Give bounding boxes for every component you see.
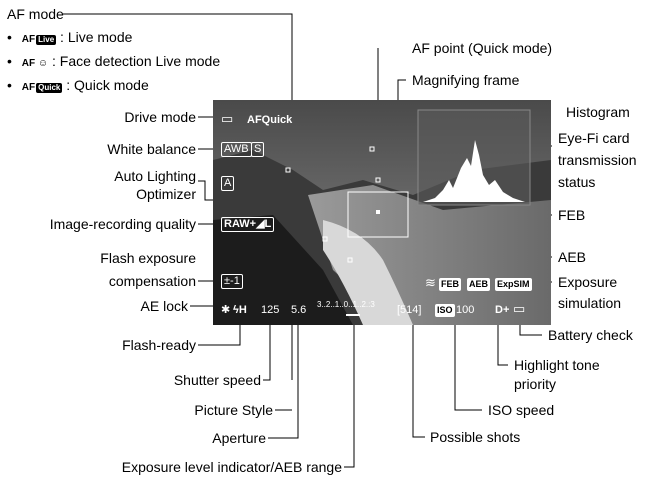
bullet: • [7, 53, 12, 69]
label-eyefi-3: status [558, 174, 596, 190]
bullet: • [7, 77, 12, 93]
label-af-mode: AF mode [7, 6, 64, 22]
af-point-selected [376, 210, 380, 214]
label-ae-lock: AE lock [140, 298, 188, 314]
eyefi-icon: ≋ [425, 275, 436, 290]
ae-lock-icon: ✱ [221, 304, 231, 316]
label-aeb: AEB [558, 249, 587, 265]
label-face-mode: : Face detection Live mode [52, 53, 221, 69]
label-flash-comp-1: Flash exposure [100, 250, 196, 266]
label-picture-style: Picture Style [194, 402, 273, 418]
exposure-scale: 3..2..1..0..1..2.:3 [317, 300, 375, 309]
label-white-balance: White balance [107, 141, 196, 157]
magnifying-frame [347, 191, 409, 238]
iso-label: ISO [435, 304, 455, 317]
shutter-speed-value: 125 [261, 304, 280, 316]
white-balance-indicator: AWB [221, 142, 252, 157]
label-exposure-sim-2: simulation [558, 295, 622, 311]
label-drive-mode: Drive mode [124, 109, 196, 125]
aperture-value: 5.6 [291, 304, 307, 316]
highlight-tone-indicator: D+ [495, 304, 510, 316]
af-point-marker [375, 177, 381, 183]
histogram-graph [423, 140, 525, 202]
label-magnifying-frame: Magnifying frame [412, 72, 520, 88]
af-point-marker [347, 257, 353, 263]
af-face-mode-item: • AF ☺ : Face detection Live mode [7, 53, 220, 72]
aeb-indicator: AEB [467, 278, 491, 291]
label-feb: FEB [558, 207, 586, 223]
picture-style-indicator: S [251, 142, 265, 157]
label-af-point: AF point (Quick mode) [412, 40, 553, 56]
coastal-scene-photo [213, 100, 551, 325]
label-shutter-speed: Shutter speed [173, 372, 261, 388]
flash-ready-icon: ϟH [233, 304, 247, 316]
label-histogram: Histogram [566, 104, 630, 120]
quick-badge: Quick [36, 83, 63, 93]
lcd-screen: ▭ AFQuick AWB S A RAW+◢L ±-1 ✱ ϟH 125 5.… [213, 100, 551, 325]
af-point-marker [369, 146, 375, 152]
af-icon: AF [21, 34, 36, 45]
label-exposure-sim-1: Exposure [558, 274, 618, 290]
label-eyefi-2: transmission [558, 152, 637, 168]
quality-indicator: RAW+◢L [221, 217, 275, 232]
label-live-mode: : Live mode [60, 29, 133, 45]
bullet: • [7, 29, 12, 45]
af-face-icon: AF ☺ [21, 58, 49, 69]
iso-value: 100 [456, 304, 475, 316]
af-point-marker [322, 236, 328, 242]
label-quick-mode: : Quick mode [66, 77, 149, 93]
label-highlight-2: priority [514, 376, 557, 392]
battery-icon: ▭ [513, 301, 526, 316]
label-aperture: Aperture [212, 430, 266, 446]
label-flash-ready: Flash-ready [122, 337, 196, 353]
flash-comp-indicator: ±-1 [221, 274, 243, 289]
exposure-sim-indicator: ExpSIM [495, 278, 532, 291]
label-possible-shots: Possible shots [430, 429, 521, 445]
label-image-quality: Image-recording quality [49, 216, 196, 232]
label-auto-lighting-2: Optimizer [136, 186, 196, 202]
live-badge: Live [36, 35, 57, 45]
label-battery-check: Battery check [548, 327, 633, 343]
af-quick-indicator: AFQuick [247, 114, 293, 126]
label-exposure-level: Exposure level indicator/AEB range [121, 459, 342, 475]
label-auto-lighting-1: Auto Lighting [114, 168, 196, 184]
label-highlight-1: Highlight tone [514, 357, 600, 373]
af-icon: AF [21, 82, 36, 93]
alo-indicator: A [221, 176, 235, 191]
feb-indicator: FEB [439, 278, 461, 291]
label-eyefi-1: Eye-Fi card [558, 130, 630, 146]
label-flash-comp-2: compensation [108, 273, 196, 289]
af-point-marker [285, 167, 291, 173]
possible-shots-value: [514] [397, 304, 422, 316]
drive-mode-icon: ▭ [221, 111, 234, 126]
exposure-level-marker [346, 308, 360, 316]
label-iso-speed: ISO speed [488, 402, 555, 418]
